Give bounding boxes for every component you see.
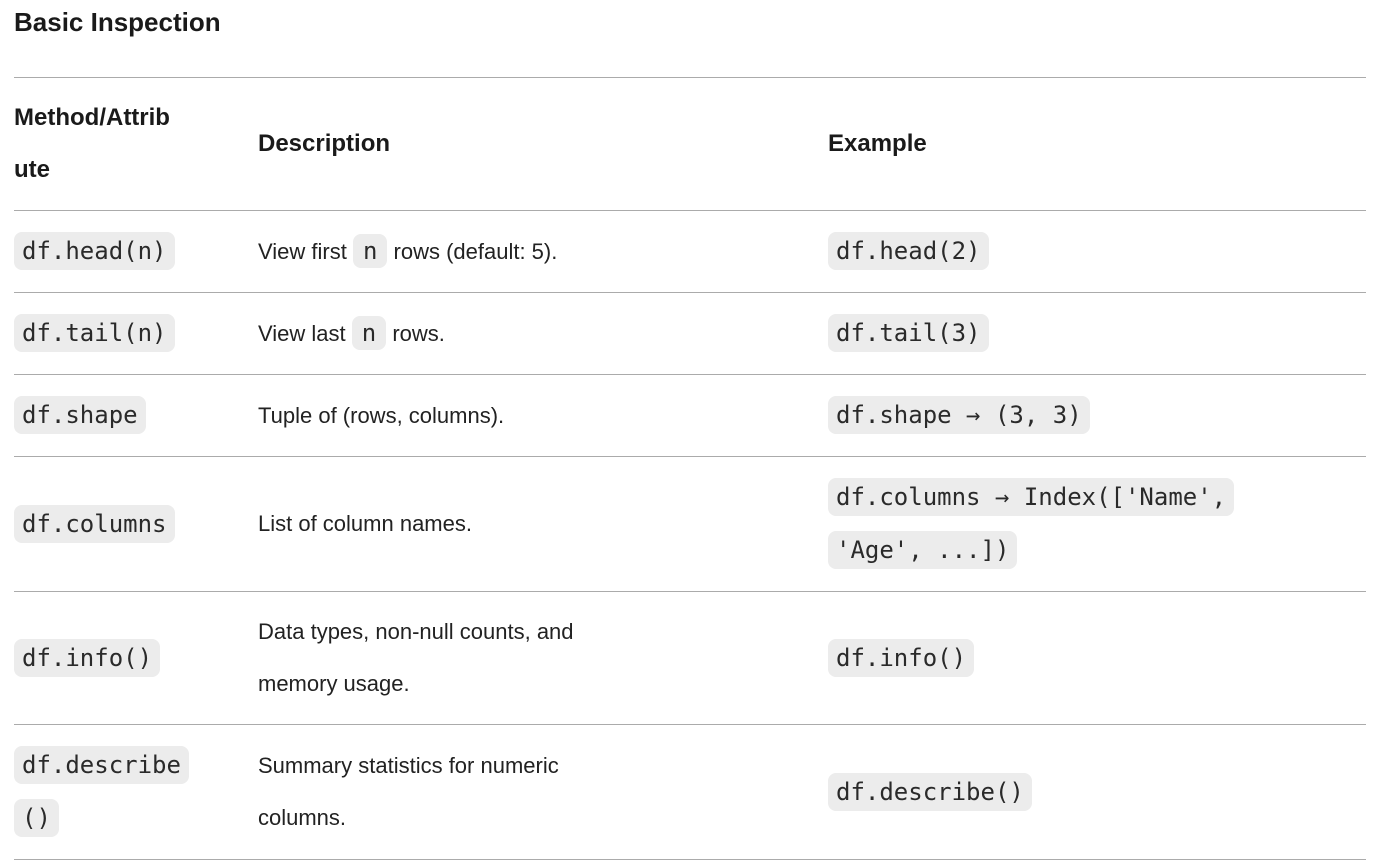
method-code-chip: df.shape	[14, 396, 146, 434]
section-title: Basic Inspection	[14, 7, 221, 37]
method-code-chip: df.info()	[14, 638, 161, 677]
method-code-chip: df.head(n)	[14, 232, 175, 270]
description-cell: List of column names.	[258, 511, 472, 536]
description-cell: Tuple of (rows, columns).	[258, 402, 505, 428]
method-cell: df.columns	[14, 457, 258, 592]
example-cell: df.head(2)	[828, 211, 1366, 293]
example-code-chip: df.shape → (3, 3)	[828, 396, 1090, 434]
example-code-chip: df.columns → Index(['Name', 'Age', ...])	[828, 478, 1235, 569]
method-code-chip: df.describe()	[14, 746, 189, 837]
example-code-chip: df.info()	[828, 638, 975, 677]
table-row: df.tail(n) View last n rows.df.tail(3)	[14, 293, 1366, 375]
description-cell: View last n rows.	[258, 293, 828, 375]
description-cell: Data types, non-null counts, and memory …	[258, 619, 574, 696]
inline-code-chip: n	[351, 316, 387, 350]
method-cell: df.info()	[14, 592, 258, 725]
example-cell: df.columns → Index(['Name', 'Age', ...])	[828, 457, 1366, 592]
table-row: df.info() Data types, non-null counts, an…	[14, 592, 1366, 725]
table-row: df.head(n) View first n rows (default: 5)…	[14, 211, 1366, 293]
method-code-chip: df.tail(n)	[14, 314, 175, 352]
column-header-example: Example	[828, 130, 927, 157]
method-cell: df.shape	[14, 375, 258, 457]
method-code-chip: df.columns	[14, 504, 175, 543]
example-code-chip: df.head(2)	[828, 232, 989, 270]
description-cell: Summary statistics for numeric columns.	[258, 753, 559, 830]
example-code-chip: df.describe()	[828, 772, 1032, 811]
example-cell: df.tail(3)	[828, 293, 1366, 375]
table-row: df.shape Tuple of (rows, columns). df.shap…	[14, 375, 1366, 457]
inline-code-chip: n	[352, 234, 388, 268]
method-cell: df.describe()	[14, 725, 258, 860]
example-code-chip: df.tail(3)	[828, 314, 989, 352]
example-cell: df.describe()	[828, 725, 1366, 860]
inspection-table: Method/Attribute Description Example df.…	[14, 77, 1366, 860]
table-row: df.describe() Summary statistics for nume…	[14, 725, 1366, 860]
column-header-method: Method/Attribute	[14, 104, 170, 183]
method-cell: df.tail(n)	[14, 293, 258, 375]
description-cell: View first n rows (default: 5).	[258, 211, 828, 293]
example-cell: df.info()	[828, 592, 1366, 725]
column-header-description: Description	[258, 130, 391, 157]
table-row: df.columns List of column names. df.column…	[14, 457, 1366, 592]
example-cell: df.shape → (3, 3)	[828, 375, 1366, 457]
method-cell: df.head(n)	[14, 211, 258, 293]
table-header-row: Method/Attribute Description Example	[14, 78, 1366, 211]
